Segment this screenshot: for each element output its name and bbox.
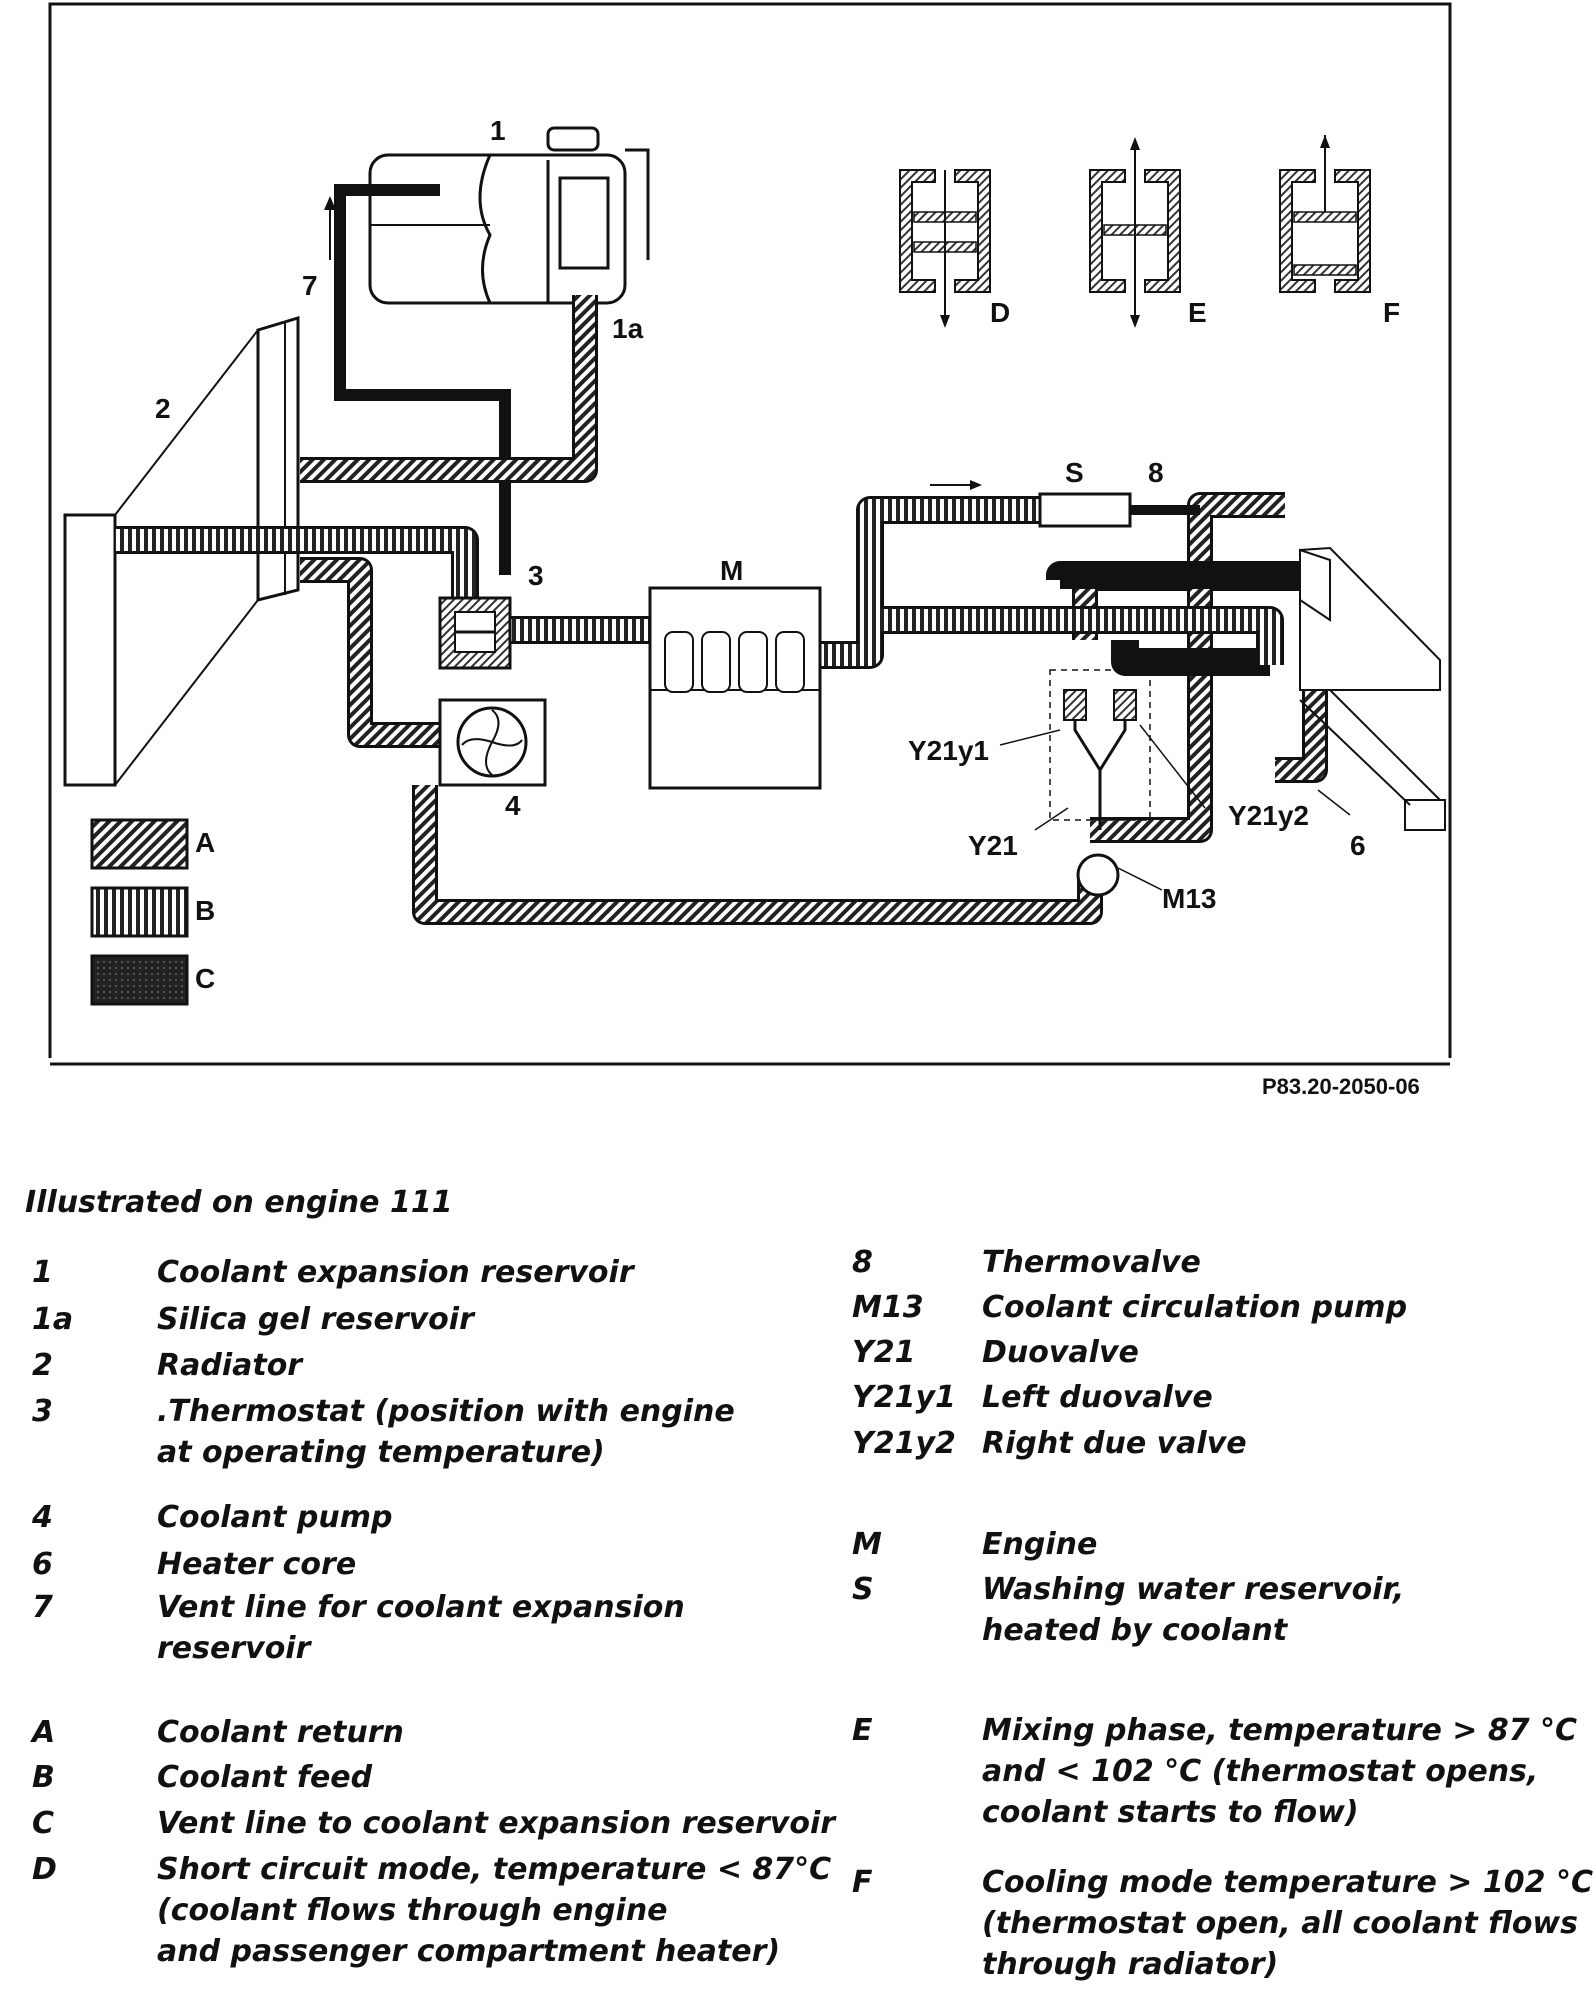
legend-left-key: 6: [32, 1547, 53, 1582]
mode-diagrams: [899, 135, 1371, 328]
washer-reservoir: [1038, 492, 1132, 528]
legend-left-key: A: [32, 1715, 56, 1750]
legend-left-key: C: [32, 1806, 55, 1841]
legend-right-key: M: [852, 1527, 882, 1562]
legend-right-text: Left duovalve: [982, 1380, 1213, 1415]
legend-right-text-continued: and < 102 °C (thermostat opens,: [982, 1754, 1539, 1789]
legend-left-key: 4: [32, 1500, 53, 1535]
expansion-reservoir: [368, 126, 650, 305]
circulation-pump: [1076, 853, 1120, 897]
label-y21y2: Y21y2: [1228, 800, 1309, 831]
duovalve: [1049, 669, 1151, 830]
key-label-b: B: [195, 895, 215, 926]
label-m: M: [720, 555, 743, 586]
label-y21y1: Y21y1: [908, 735, 989, 766]
legend-left-key: B: [32, 1760, 55, 1795]
key-swatch-a: [90, 818, 189, 870]
legend-right-text-continued: through radiator): [982, 1947, 1279, 1982]
label-y21: Y21: [968, 830, 1018, 861]
legend-right-text: Right due valve: [982, 1426, 1247, 1461]
label-1a: 1a: [612, 313, 644, 344]
legend-left-text-continued: at operating temperature): [157, 1435, 605, 1470]
legend-left-key: 3: [32, 1394, 53, 1429]
legend-right-text: Washing water reservoir,heated by coolan…: [982, 1572, 1405, 1648]
legend-left-text-continued: (coolant flows through engine: [157, 1893, 668, 1928]
legend-right-key: Y21: [852, 1335, 916, 1370]
legend-right-text-continued: heated by coolant: [982, 1613, 1288, 1648]
heater-core: [1299, 546, 1446, 831]
legend-left-text: Silica gel reservoir: [157, 1302, 474, 1337]
thermostat: [438, 596, 512, 670]
engine-block: [648, 586, 822, 790]
legend-left-text: Short circuit mode, temperature < 87°C(c…: [157, 1852, 832, 1969]
legend-left-key: 1a: [32, 1302, 74, 1337]
legend-right-text-continued: coolant starts to flow): [982, 1795, 1359, 1830]
legend-left-key: 2: [32, 1348, 53, 1383]
legend-right-text: Coolant circulation pump: [982, 1290, 1408, 1325]
legend-right-text: Cooling mode temperature > 102 °C(thermo…: [982, 1865, 1593, 1982]
label-m13: M13: [1162, 883, 1216, 914]
legend-right-text-continued: (thermostat open, all coolant flows: [982, 1906, 1579, 1941]
label-7: 7: [302, 270, 318, 301]
label-8: 8: [1148, 457, 1164, 488]
legend-right-text: Duovalve: [982, 1335, 1139, 1370]
label-s: S: [1065, 457, 1084, 488]
coolant-circuit-diagram: 1 1a 2 3 4 6 7 8 M S D E F Y21y1 Y21y2 Y…: [48, 2, 1452, 1099]
legend-right-key: E: [852, 1713, 873, 1748]
legend-left-text-continued: and passenger compartment heater): [157, 1934, 781, 1969]
label-e: E: [1188, 297, 1207, 328]
legend-left-text: Coolant pump: [157, 1500, 393, 1535]
label-1: 1: [490, 115, 506, 146]
legend-left-text: Coolant return: [157, 1715, 404, 1750]
legend-left-key: 7: [32, 1590, 53, 1625]
label-3: 3: [528, 560, 544, 591]
key-label-c: C: [195, 963, 215, 994]
legend-right-text: Engine: [982, 1527, 1098, 1562]
legend-right-key: M13: [852, 1290, 924, 1325]
figure-frame: [48, 2, 1452, 1058]
legend-left-text-continued: reservoir: [157, 1631, 311, 1666]
key-swatch-b: [90, 886, 189, 938]
label-f: F: [1383, 297, 1400, 328]
legend-left-key: 1: [32, 1255, 53, 1290]
legend-left-text: Radiator: [157, 1348, 303, 1383]
key-swatch-c: [90, 954, 189, 1006]
label-6: 6: [1350, 830, 1366, 861]
legend-right-key: F: [852, 1865, 873, 1900]
legend-left-text: Vent line to coolant expansion reservoir: [157, 1806, 836, 1841]
legend-left-text: Heater core: [157, 1547, 357, 1582]
legend-right-text: Thermovalve: [982, 1245, 1201, 1280]
legend-right-key: Y21y2: [852, 1426, 956, 1461]
leader-lines: [999, 724, 1351, 891]
coolant-pump: [438, 698, 547, 787]
legend-right-key: Y21y1: [852, 1380, 956, 1415]
key-label-a: A: [195, 827, 215, 858]
label-2: 2: [155, 393, 171, 424]
vent-line-c: [334, 184, 511, 575]
legend-right-key: S: [852, 1572, 874, 1607]
label-4: 4: [505, 790, 521, 821]
legend-title: Illustrated on engine 111: [25, 1185, 453, 1220]
legend-right-key: 8: [852, 1245, 873, 1280]
legend-left-key: D: [32, 1852, 57, 1887]
legend-left-text: Coolant feed: [157, 1760, 373, 1795]
label-d: D: [990, 297, 1010, 328]
legend-left-text: Coolant expansion reservoir: [157, 1255, 634, 1290]
figure-code: P83.20-2050-06: [1262, 1074, 1420, 1099]
